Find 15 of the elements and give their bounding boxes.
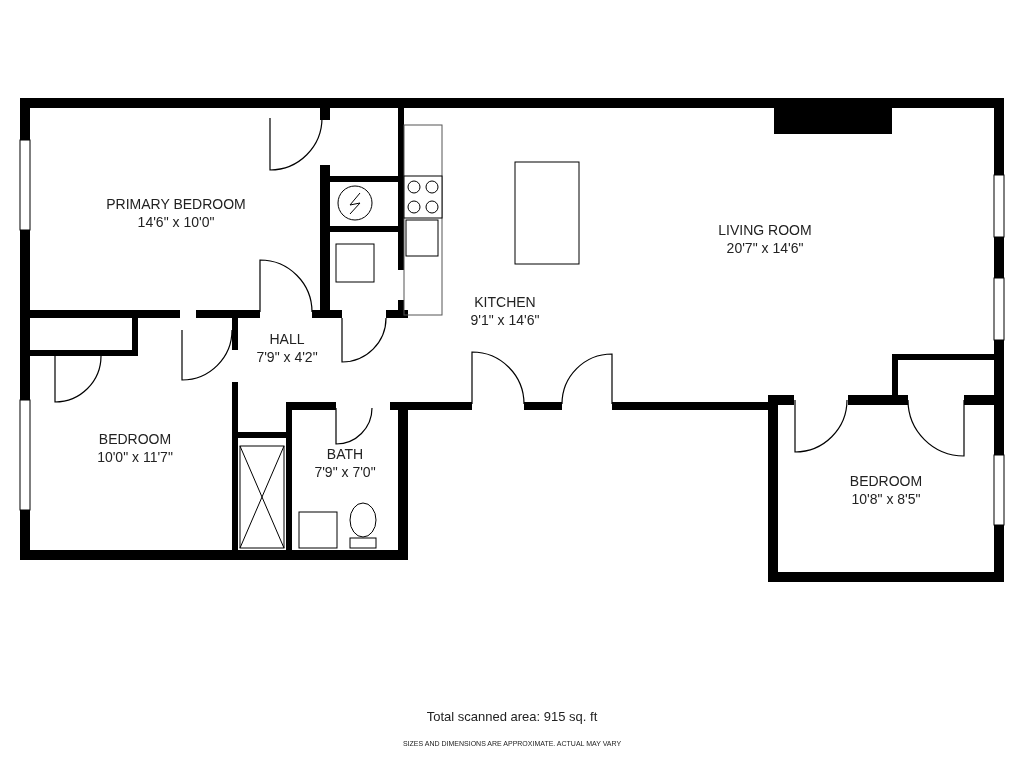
room-name: KITCHEN xyxy=(474,294,536,311)
room-dimensions: 14'6" x 10'0" xyxy=(137,214,215,231)
room-dimensions: 9'1" x 14'6" xyxy=(470,312,540,329)
room-dimensions: 7'9" x 4'2" xyxy=(256,349,318,366)
room-name: BEDROOM xyxy=(98,431,172,448)
room-dimensions: 20'7" x 14'6" xyxy=(726,240,804,257)
room-dimensions: 7'9" x 7'0" xyxy=(314,464,376,481)
room-name: BEDROOM xyxy=(849,473,923,490)
room-dimensions: 10'0" x 11'7" xyxy=(97,449,173,466)
room-name: PRIMARY BEDROOM xyxy=(106,196,246,213)
area-note: Total scanned area: 915 sq. ft xyxy=(426,709,598,724)
room-name: BATH xyxy=(326,446,364,463)
room-name: HALL xyxy=(269,331,305,348)
room-name: LIVING ROOM xyxy=(718,222,812,239)
room-dimensions: 10'8" x 8'5" xyxy=(851,491,921,508)
